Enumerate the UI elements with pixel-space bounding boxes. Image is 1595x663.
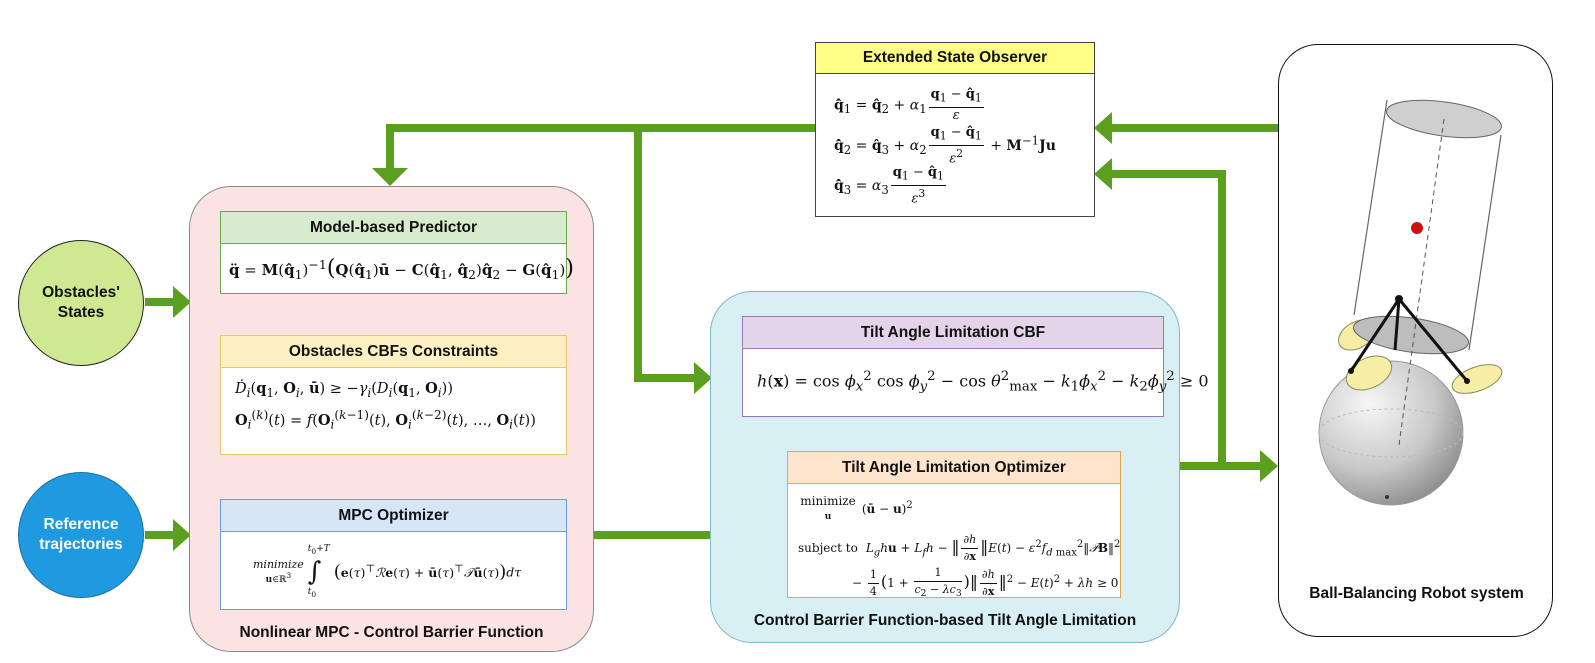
wheel-front-shape: [1345, 355, 1393, 391]
ball-balancing-robot-illustration: [1318, 99, 1503, 506]
model-predictor-box: Model-based Predictor q̈ = M(q̂1)−1(Q(q̂…: [220, 211, 574, 294]
obstacle-constraints-title: Obstacles CBFs Constraints: [221, 336, 566, 368]
ball-shape: [1318, 360, 1464, 506]
obstacle-constraints-box: Obstacles CBFs Constraints Ḋi(q1, Oi, ū)…: [220, 335, 567, 455]
reference-label-line1: Reference: [43, 516, 119, 533]
subject-to-word: subject to: [798, 541, 858, 555]
tilt-optimizer-box: Tilt Angle Limitation Optimizer minimize…: [787, 451, 1121, 599]
obstacles-states-node: Obstacles' States: [18, 240, 144, 366]
arrow-control-to-observer: [1112, 170, 1226, 466]
constraint-equation-2: Oi(k)(t) = f(Oi(k−1)(t), Oi(k−2)(t), …, …: [235, 408, 536, 432]
obstacles-label-line2: States: [57, 304, 105, 321]
wheel-right-shape: [1451, 364, 1503, 394]
cylinder-bottom-shape: [1353, 315, 1469, 355]
minimize-word: minimize: [800, 494, 856, 508]
obstacles-label-line1: Obstacles': [42, 284, 120, 301]
robot-system-label: Ball-Balancing Robot system: [1309, 585, 1524, 602]
nmpc-cbf-label: Nonlinear MPC - Control Barrier Function: [239, 624, 544, 641]
arrow-observer-to-nmpc: [386, 124, 815, 168]
tilt-optimizer-title: Tilt Angle Limitation Optimizer: [788, 452, 1120, 484]
reference-trajectories-node: Reference trajectories: [18, 472, 144, 598]
mpc-optimizer-title: MPC Optimizer: [221, 500, 566, 532]
robot-system-box: Ball-Balancing Robot system: [1278, 44, 1553, 637]
cylinder-top-shape: [1386, 99, 1502, 139]
model-predictor-title: Model-based Predictor: [221, 212, 566, 244]
tilt-cbf-box: Tilt Angle Limitation CBF h(x) = cos ϕx2…: [742, 316, 1209, 417]
predictor-equation: q̈ = M(q̂1)−1(Q(q̂1)ū − C(q̂1, q̂2)q̂2 −…: [229, 256, 574, 282]
arrow-observer-to-cbf: [634, 128, 696, 382]
center-of-mass-marker: [1411, 222, 1423, 234]
observer-title: Extended State Observer: [816, 43, 1094, 74]
tilt-cbf-equation: h(x) = cos ϕx2 cos ϕy2 − cos θ2max − k1ϕ…: [757, 369, 1209, 395]
tilt-cbf-title: Tilt Angle Limitation CBF: [743, 317, 1163, 349]
cbf-tilt-label: Control Barrier Function-based Tilt Angl…: [753, 612, 1137, 629]
optimizer-constraint-1: subject to Lghu + Lfh − ‖∂h∂x‖E(t) − ε2f…: [798, 533, 1121, 563]
constraint-equation-1: Ḋi(q1, Oi, ū) ≥ −γi(Di(q1, Oi)): [235, 380, 453, 400]
reference-label-line2: trajectories: [39, 536, 123, 553]
